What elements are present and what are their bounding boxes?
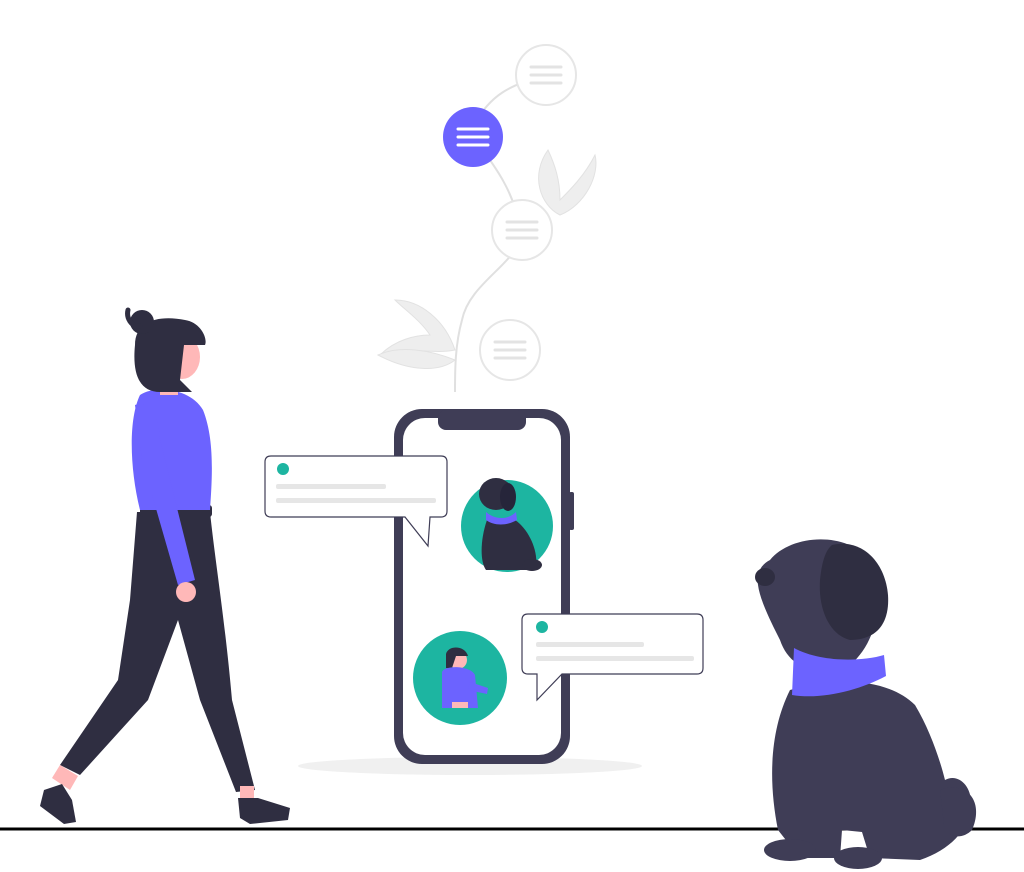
phone-shadow bbox=[298, 757, 642, 775]
leaves-decoration bbox=[376, 149, 597, 369]
status-dot bbox=[536, 621, 548, 633]
message-line bbox=[536, 642, 644, 647]
menu-node[interactable] bbox=[491, 199, 553, 261]
menu-node[interactable] bbox=[479, 319, 541, 381]
chat-message-bubble[interactable] bbox=[521, 613, 704, 702]
chat-avatar-person[interactable] bbox=[413, 631, 507, 725]
message-line bbox=[276, 484, 386, 489]
woman-figure bbox=[40, 307, 290, 824]
person-icon bbox=[442, 647, 488, 708]
hamburger-menu-icon bbox=[493, 340, 527, 360]
message-line bbox=[276, 498, 436, 503]
message-line bbox=[536, 656, 694, 661]
phone-notch bbox=[438, 410, 526, 430]
dog-figure bbox=[755, 539, 977, 869]
dog-icon bbox=[479, 478, 542, 571]
status-dot bbox=[277, 463, 289, 475]
hamburger-menu-icon bbox=[456, 127, 490, 147]
hamburger-menu-icon bbox=[505, 220, 539, 240]
woman-hand bbox=[176, 582, 196, 602]
phone-side-button bbox=[569, 492, 574, 530]
menu-node[interactable] bbox=[515, 44, 577, 106]
menu-node-active[interactable] bbox=[443, 107, 503, 167]
chat-message-bubble[interactable] bbox=[264, 455, 448, 548]
dog-collar bbox=[792, 648, 886, 697]
hamburger-menu-icon bbox=[529, 65, 563, 85]
chat-avatar-dog[interactable] bbox=[461, 478, 553, 572]
